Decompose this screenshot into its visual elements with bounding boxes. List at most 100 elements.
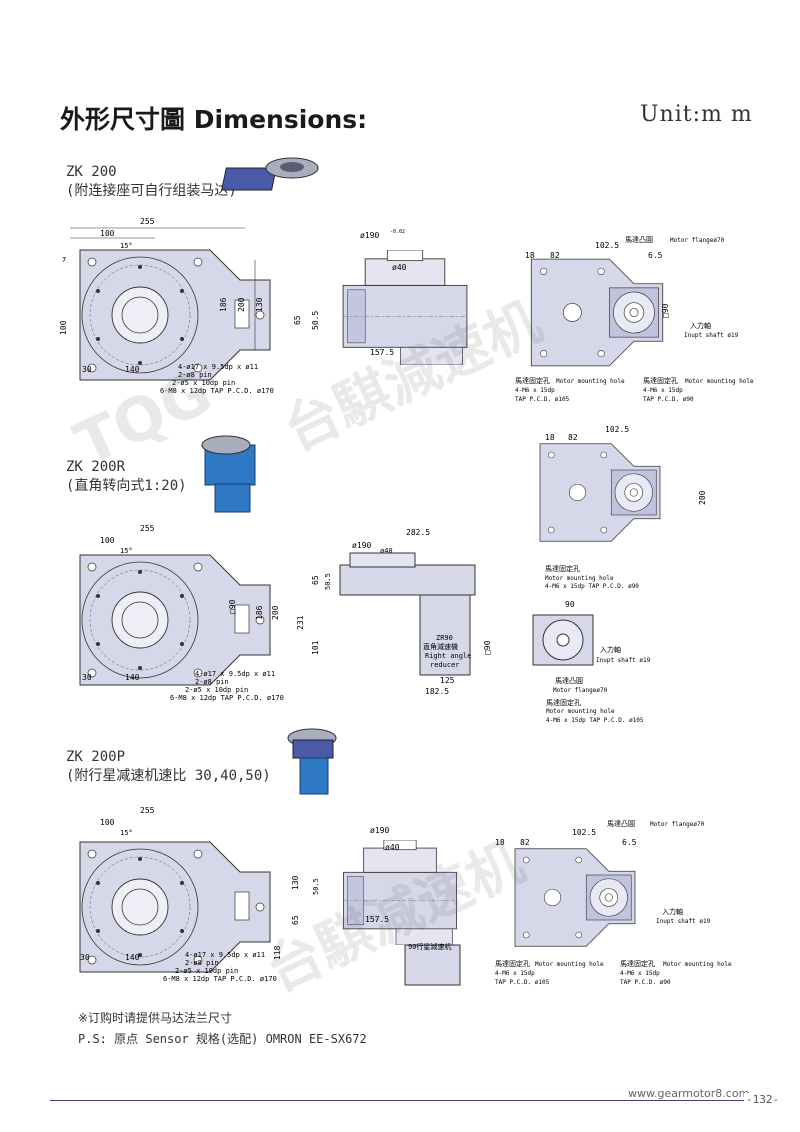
right-angle-en1: Right angle bbox=[425, 652, 471, 660]
dim-65-r: 65 bbox=[311, 575, 320, 585]
mount-cn-r2: 馬達固定孔 bbox=[546, 698, 581, 707]
dim-65-p: 65 bbox=[291, 915, 300, 925]
motor-flange-zk200r: 馬達固定孔 Motor mounting hole 4-M6 x 15dp TA… bbox=[532, 564, 651, 724]
dim-130-p: 130 bbox=[291, 875, 300, 890]
dim-82-p: 82 bbox=[520, 838, 530, 847]
model-subtitle: (附连接座可自行组装马达) bbox=[66, 183, 237, 199]
dim-100-p: 100 bbox=[100, 818, 115, 827]
flange-en-r: Motor flangeø70 bbox=[553, 687, 608, 694]
mount-tap105: TAP P.C.D. ø105 bbox=[515, 396, 570, 403]
shaft-en-r: Inupt shaft ø19 bbox=[596, 657, 651, 664]
shaft-cn-r: 入力軸 bbox=[600, 645, 621, 654]
dim-157-5: 157.5 bbox=[370, 348, 394, 357]
zr90-label: ZR90 bbox=[436, 634, 453, 642]
mount-cn-2: 馬達固定孔 bbox=[643, 376, 678, 385]
dim-200: 200 bbox=[237, 297, 246, 312]
dim-tol: -0.02 bbox=[390, 229, 405, 235]
page-title: 外形尺寸圖 Dimensions: bbox=[60, 105, 368, 134]
rear-view-zk200r: 102.5 18 82 200 bbox=[539, 425, 707, 542]
dim-15deg-r: 15° bbox=[120, 547, 133, 555]
dim-sq90: □90 bbox=[661, 303, 670, 318]
rear-view-zk200: 102.5 18 82 6.5 馬達凸圓 Motor flangeø70 入力軸… bbox=[515, 235, 754, 403]
dim-100: 100 bbox=[100, 229, 115, 238]
dim-102-5-p: 102.5 bbox=[572, 828, 596, 837]
mount-tap90-p: TAP P.C.D. ø90 bbox=[620, 979, 671, 986]
dim-157-5-p: 157.5 bbox=[365, 915, 389, 924]
dim-dia190-p: ø190 bbox=[370, 826, 389, 835]
side-view-zk200p: ø190 ø40 130 50.5 65 118 157.5 90行星減速机 bbox=[273, 826, 461, 986]
mount-tap105-p: TAP P.C.D. ø105 bbox=[495, 979, 550, 986]
hole-spec-4: 6-M8 x 12dp TAP P.C.D. ø170 bbox=[160, 387, 274, 395]
mount-en: Motor mounting hole bbox=[556, 378, 625, 385]
model-name: ZK 200R bbox=[66, 459, 126, 475]
hole-spec-1: 4-ø17 x 9.5dp x ø11 bbox=[178, 363, 258, 371]
dim-282-5: 282.5 bbox=[406, 528, 430, 537]
shaft-en-p: Inupt shaft ø19 bbox=[656, 918, 711, 925]
mount-en-r2: Motor mounting hole bbox=[546, 708, 615, 715]
model-subtitle: (附行星减速机速比 30,40,50) bbox=[66, 768, 271, 784]
dim-182-5: 182.5 bbox=[425, 687, 449, 696]
dim-18-r: 18 bbox=[545, 433, 555, 442]
dim-100-v: 100 bbox=[59, 320, 68, 335]
dim-118: 118 bbox=[273, 945, 282, 960]
dim-255-r: 255 bbox=[140, 524, 155, 533]
dim-30-r: 30 bbox=[82, 673, 92, 682]
hole-spec-r1: 4-ø17 x 9.5dp x ø11 bbox=[195, 670, 275, 678]
dim-140: 140 bbox=[125, 365, 140, 374]
model-name: ZK 200P bbox=[66, 749, 126, 765]
top-view-zk200p: 255 100 15° 30 140 4-ø17 x 9.5dp x ø11 2… bbox=[79, 806, 277, 983]
website-url: www.gearmotor8.com bbox=[628, 1087, 750, 1100]
hole-spec-p2: 2-ø8 pin bbox=[185, 959, 219, 967]
mount-cn-p: 馬達固定孔 bbox=[495, 959, 530, 968]
dim-sq90-r2: □90 bbox=[483, 640, 492, 655]
mount-cn-r: 馬達固定孔 bbox=[545, 564, 580, 573]
dim-dia40-r: ø40 bbox=[380, 547, 393, 555]
flange-en-p: Motor flangeø70 bbox=[650, 821, 705, 828]
dim-102-5: 102.5 bbox=[595, 241, 619, 250]
dim-231: 231 bbox=[296, 615, 305, 630]
dim-6-5-p: 6.5 bbox=[622, 838, 637, 847]
dim-82: 82 bbox=[550, 251, 560, 260]
side-view-zk200r: 282.5 ø190 ø40 65 50.5 231 101 ZR90 直角減速… bbox=[296, 528, 492, 696]
page-number: -132- bbox=[744, 1093, 782, 1106]
product-photo-zk200p bbox=[287, 728, 337, 795]
mount-m6-p2: 4-M6 x 15dp bbox=[620, 970, 660, 977]
dim-200-r: 200 bbox=[271, 605, 280, 620]
dim-50-5: 50.5 bbox=[311, 311, 320, 330]
flange-cn-r: 馬達凸圓 bbox=[555, 676, 583, 685]
hole-spec-p4: 6-M8 x 12dp TAP P.C.D. ø170 bbox=[163, 975, 277, 983]
shaft-cn-p: 入力軸 bbox=[662, 907, 683, 916]
dim-82-r: 82 bbox=[568, 433, 578, 442]
product-photo-zk200r bbox=[201, 435, 256, 513]
right-angle-en2: reducer bbox=[430, 661, 460, 669]
top-view-zk200: 255 100 15° 7 130 186 200 100 30 140 4-ø… bbox=[59, 217, 274, 395]
shaft-en: Inupt shaft ø19 bbox=[684, 332, 739, 339]
hole-spec-p3: 2-ø5 x 10dp pin bbox=[175, 967, 238, 975]
dim-255-p: 255 bbox=[140, 806, 155, 815]
dim-200-rr: 200 bbox=[698, 490, 707, 505]
hole-spec-r4: 6-M8 x 12dp TAP P.C.D. ø170 bbox=[170, 694, 284, 702]
dim-15deg-p: 15° bbox=[120, 829, 133, 837]
hole-spec-3: 2-ø5 x 10dp pin bbox=[172, 379, 235, 387]
dim-50-5-r: 50.5 bbox=[324, 573, 332, 590]
product-photo-zk200 bbox=[221, 157, 319, 191]
dim-30: 30 bbox=[82, 365, 92, 374]
mount-cn: 馬達固定孔 bbox=[515, 376, 550, 385]
footer-divider bbox=[50, 1100, 750, 1101]
model-subtitle: (直角转向式1:20) bbox=[66, 478, 187, 494]
rear-view-zk200p: 102.5 18 82 6.5 馬達凸圓 Motor flangeø70 入力軸… bbox=[495, 819, 732, 986]
dim-140-r: 140 bbox=[125, 673, 140, 682]
dim-15deg: 15° bbox=[120, 242, 133, 250]
dim-65: 65 bbox=[293, 315, 302, 325]
flange-cn: 馬達凸圓 bbox=[625, 235, 653, 244]
hole-spec-p1: 4-ø17 x 9.5dp x ø11 bbox=[185, 951, 265, 959]
dim-dia40-p: ø40 bbox=[385, 843, 400, 852]
hole-spec-r2: 2-ø8 pin bbox=[195, 678, 229, 686]
hole-spec-r3: 2-ø5 x 10dp pin bbox=[185, 686, 248, 694]
mount-en-2: Motor mounting hole bbox=[685, 378, 754, 385]
mount-en-p2: Motor mounting hole bbox=[663, 961, 732, 968]
dim-101: 101 bbox=[311, 640, 320, 655]
dim-255: 255 bbox=[140, 217, 155, 226]
dim-130: 130 bbox=[255, 297, 264, 312]
